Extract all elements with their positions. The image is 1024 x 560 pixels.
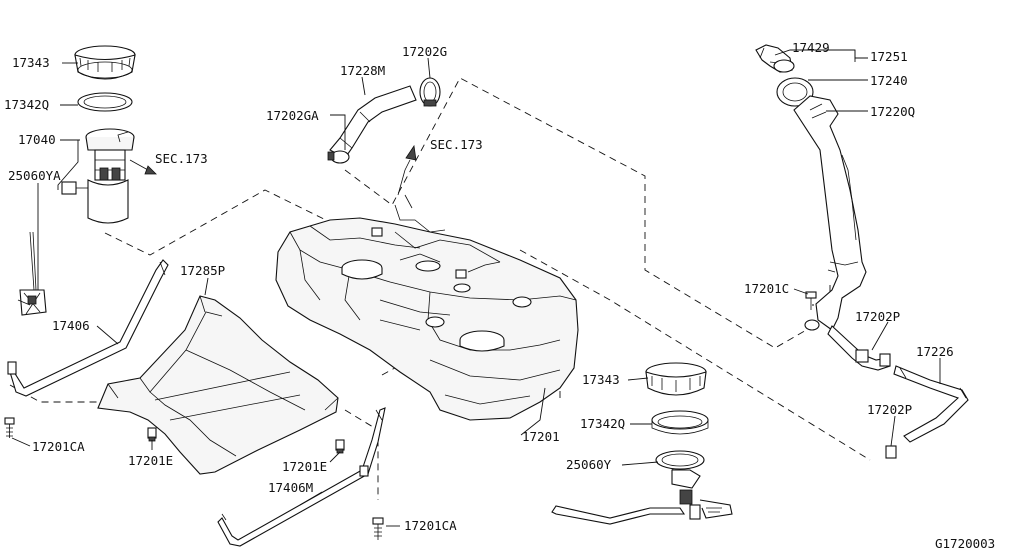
callout-17226: 17226 <box>916 344 954 359</box>
heat-insulator <box>97 295 339 475</box>
fuel-tank-body <box>275 194 579 421</box>
callout-17342q-bottom: 17342Q <box>580 416 625 431</box>
bolt-17201c <box>805 291 817 310</box>
callout-17343-bottom: 17343 <box>582 372 620 387</box>
filler-cap-17251 <box>755 44 795 73</box>
lock-ring-top <box>74 45 136 80</box>
fuel-tank-strap-left <box>7 259 169 397</box>
callout-17343-top: 17343 <box>12 55 50 70</box>
hose-clamp-17202ga <box>327 150 350 164</box>
callout-17201ca-bottom: 17201CA <box>404 518 457 533</box>
callout-17406: 17406 <box>52 318 90 333</box>
callout-17251: 17251 <box>870 49 908 64</box>
filler-hose <box>329 85 417 159</box>
callout-17228m: 17228M <box>340 63 385 78</box>
callout-25060ya: 25060YA <box>8 168 61 183</box>
callout-17429: 17429 <box>792 40 830 55</box>
clip-17201e-left <box>147 427 157 442</box>
callout-17202p-bottom: 17202P <box>867 402 912 417</box>
hose-clamp-17202g <box>419 77 441 107</box>
sec173-arrow-mid <box>397 144 417 196</box>
callout-sec173-mid: SEC.173 <box>430 137 483 152</box>
packing-seal-bottom <box>651 410 709 435</box>
clip-17201e-right <box>335 439 345 454</box>
callout-17201: 17201 <box>522 429 560 444</box>
callout-17202g: 17202G <box>402 44 447 59</box>
callout-17285p: 17285P <box>180 263 225 278</box>
callout-25060y: 25060Y <box>566 457 612 472</box>
fuel-pump-module-top <box>61 128 135 224</box>
diagram-id: G1720003 <box>935 536 995 551</box>
callout-17040: 17040 <box>18 132 56 147</box>
callout-17342q-top: 17342Q <box>4 97 49 112</box>
bolt-17201ca-left <box>4 417 15 438</box>
callout-labels: 17343 17342Q 17040 25060YA SEC.173 17406… <box>4 40 995 551</box>
fuel-level-sensor-unit <box>17 231 47 316</box>
callout-17220q: 17220Q <box>870 104 915 119</box>
bolt-17201ca-bottom <box>372 517 384 540</box>
callout-17201e-left: 17201E <box>128 453 173 468</box>
callout-17201c: 17201C <box>744 281 789 296</box>
sec173-arrow-left <box>129 159 157 175</box>
lock-ring-bottom <box>645 362 707 396</box>
callout-17406m: 17406M <box>268 480 313 495</box>
callout-17202p-top: 17202P <box>855 309 900 324</box>
fuel-level-sensor-bottom <box>551 450 733 525</box>
filler-tube-17220q <box>793 95 867 331</box>
filler-cap-seal-17240 <box>776 77 814 107</box>
fuel-tank-strap-lower <box>217 407 386 547</box>
callout-17201e-right: 17201E <box>282 459 327 474</box>
callout-17202ga: 17202GA <box>266 108 319 123</box>
callout-sec173-left: SEC.173 <box>155 151 208 166</box>
leader-lines <box>11 49 941 527</box>
packing-seal-top <box>77 92 133 112</box>
vent-hose-17226 <box>827 325 969 459</box>
callout-17240: 17240 <box>870 73 908 88</box>
callout-17201ca-left: 17201CA <box>32 439 85 454</box>
